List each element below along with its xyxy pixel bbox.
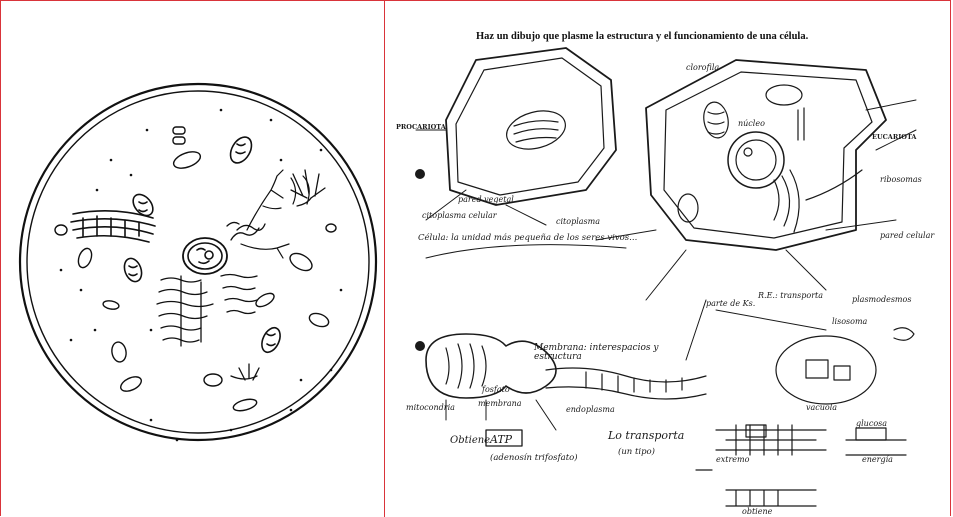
endoplasmic-reticulum bbox=[157, 222, 265, 346]
mitochondria bbox=[121, 133, 283, 355]
note-transporta: Lo transporta bbox=[608, 430, 684, 442]
ribosomes bbox=[60, 109, 343, 442]
note-re-transporta: R.E.: transporta bbox=[758, 292, 823, 300]
golgi-apparatus bbox=[71, 211, 155, 242]
cytoskeleton bbox=[241, 170, 311, 258]
note-energia: energía bbox=[862, 456, 893, 464]
vesicle-detail-sketch bbox=[776, 328, 914, 404]
nucleus bbox=[183, 238, 227, 274]
note-celula: Célula: la unidad más pequeña de los ser… bbox=[418, 234, 718, 243]
cell-membrane-outer bbox=[20, 84, 376, 440]
note-membrana-int: Membrana: interespacios y estructura bbox=[534, 344, 684, 363]
note-pared-vegetal: pared vegetal bbox=[458, 196, 514, 204]
transport-diagram bbox=[696, 425, 906, 506]
vesicles bbox=[55, 127, 336, 413]
note-eucariota: EUCARIOTA bbox=[872, 134, 916, 141]
note-obtiene: Obtiene bbox=[450, 436, 490, 447]
note-citoplasma-cel: citoplasma celular bbox=[422, 212, 497, 220]
cell-illustration bbox=[1, 0, 384, 517]
eukaryote-cell-sketch bbox=[646, 60, 886, 250]
note-adenosin: (adenosín trifosfato) bbox=[490, 454, 578, 463]
note-ribosomas: ribosomas bbox=[880, 176, 922, 184]
note-pared: pared celular bbox=[880, 232, 934, 240]
margin-dot bbox=[415, 341, 425, 351]
note-citoplasma: citoplasma bbox=[556, 218, 600, 226]
cell-illustration-panel bbox=[1, 0, 384, 517]
note-plasmodesmos: plasmodesmos bbox=[852, 296, 911, 304]
note-atp: ATP bbox=[490, 434, 512, 446]
note-endoplasma: endoplasma bbox=[566, 406, 615, 414]
note-parte: parte de Ks. bbox=[706, 300, 755, 308]
note-lisosoma: lisosoma bbox=[832, 318, 867, 326]
note-fosfato: fosfato bbox=[482, 386, 510, 394]
handwritten-answer-panel: Haz un dibujo que plasme la estructura y… bbox=[386, 0, 952, 517]
note-obtiene2: obtiene bbox=[742, 508, 772, 516]
note-vacuola: vacuola bbox=[806, 404, 837, 412]
note-clorofila: clorofila bbox=[686, 64, 719, 72]
note-un-tipo: (un tipo) bbox=[618, 448, 655, 457]
centrosome bbox=[231, 170, 325, 380]
note-mitocondria: mitocondria bbox=[406, 404, 455, 412]
margin-dot bbox=[415, 169, 425, 179]
note-glucosa: glucosa bbox=[856, 420, 887, 428]
note-membrana: membrana bbox=[478, 400, 522, 408]
note-nucleo: núcleo bbox=[738, 120, 765, 128]
note-procariota: PROCARIOTA bbox=[396, 124, 446, 131]
panel-divider bbox=[384, 0, 385, 517]
plant-cell-sketch bbox=[446, 48, 616, 205]
note-extremo: extremo bbox=[716, 456, 749, 464]
